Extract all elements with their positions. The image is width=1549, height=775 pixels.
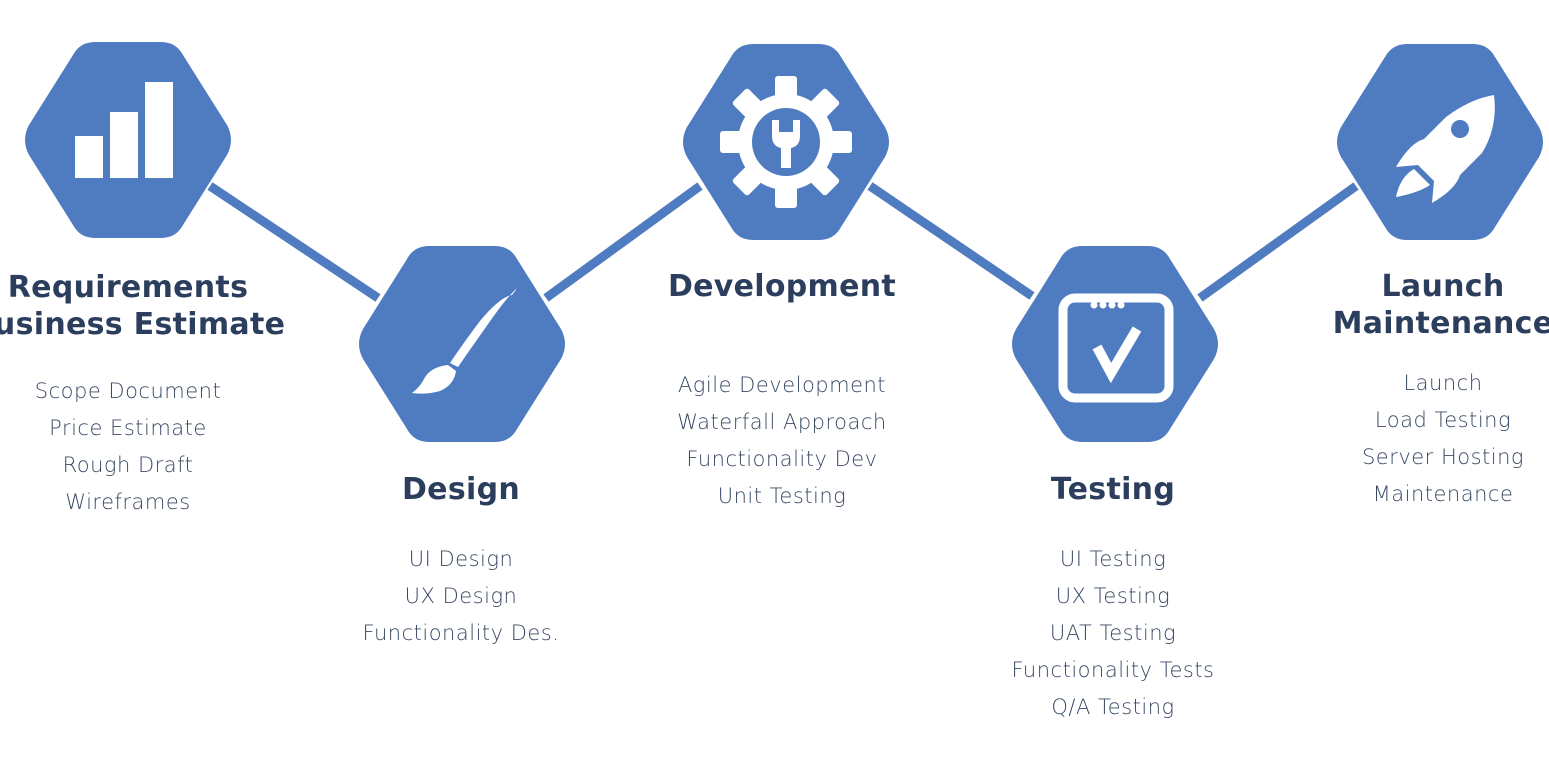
stage-item-list: Scope Document Price Estimate Rough Draf… [0,373,293,521]
list-item: Functionality Dev [686,447,878,471]
list-item: UX Testing [1055,584,1171,608]
list-item: Launch [1403,371,1483,395]
stage-title: Launch Maintenance [1332,269,1549,341]
launch-hexagon [1332,43,1548,241]
list-item: Q/A Testing [1051,695,1175,719]
list-item: UI Design [408,547,514,571]
development-hexagon [678,43,894,241]
stage-item-list: Agile Development Waterfall Approach Fun… [617,367,947,515]
list-item: Scope Document [34,379,222,403]
design-text: Design UI Design UX Design Functionality… [296,471,626,652]
paintbrush-icon [412,288,517,394]
list-item: Server Hosting [1361,445,1525,469]
list-item: Unit Testing [717,484,847,508]
testing-text: Testing UI Testing UX Testing UAT Testin… [948,471,1278,726]
connector-requirements-design [207,182,381,302]
requirements-text: Requirements Business Estimate Scope Doc… [0,269,293,521]
stage-item-list: UI Design UX Design Functionality Des. [296,541,626,652]
requirements-hexagon [20,41,236,239]
list-item: Price Estimate [49,416,207,440]
stage-title: Requirements Business Estimate [0,270,286,342]
connector-testing-launch [1197,182,1359,302]
testing-hexagon [1007,245,1223,443]
list-item: Wireframes [65,490,191,514]
design-hexagon [354,245,570,443]
bar-chart-icon [75,82,173,178]
rocket-icon [1396,95,1495,203]
list-item: UI Testing [1059,547,1167,571]
stage-title: Design [401,472,521,507]
list-item: UAT Testing [1049,621,1177,645]
list-item: Functionality Tests [1011,658,1215,682]
launch-text: Launch Maintenance Launch Load Testing S… [1278,268,1549,513]
list-item: Load Testing [1374,408,1512,432]
list-item: Functionality Des. [362,621,560,645]
list-item: UX Design [404,584,518,608]
list-item: Maintenance [1372,482,1514,506]
stage-title: Development [667,269,897,304]
stage-item-list: Launch Load Testing Server Hosting Maint… [1278,365,1549,513]
stage-item-list: UI Testing UX Testing UAT Testing Functi… [948,541,1278,726]
development-text: Development Agile Development Waterfall … [617,268,947,515]
gear-wrench-icon [720,76,852,208]
connector-development-testing [867,182,1035,300]
connector-design-development [543,182,703,302]
list-item: Waterfall Approach [677,410,887,434]
list-item: Rough Draft [62,453,194,477]
list-item: Agile Development [677,373,887,397]
stage-title: Testing [1050,472,1176,507]
browser-check-icon [1058,293,1174,403]
